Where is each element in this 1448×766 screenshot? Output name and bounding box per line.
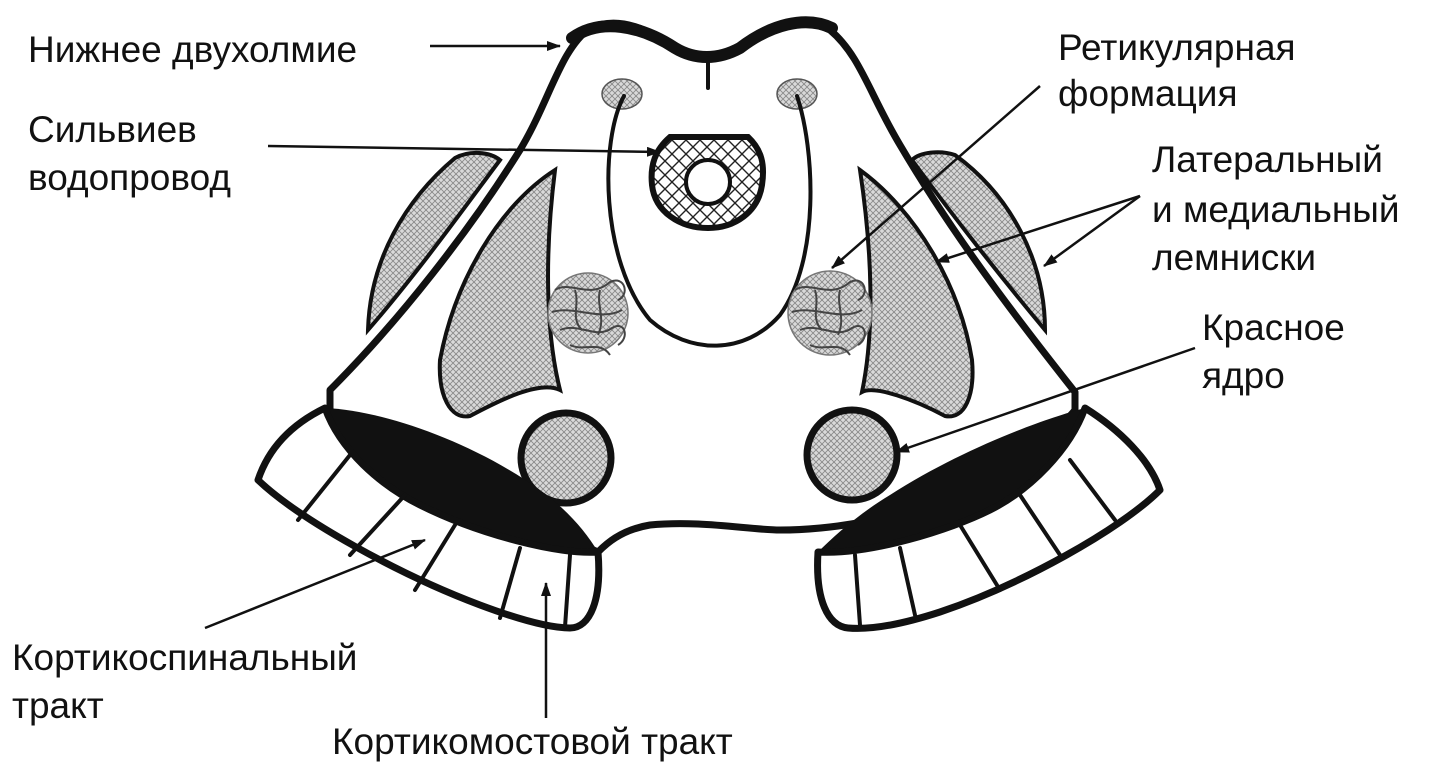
pointer-lemniscus-outer xyxy=(1044,196,1140,266)
pointer-corticospinal xyxy=(205,540,425,628)
label-corticopontine: Кортикомостовой тракт xyxy=(332,721,733,762)
reticular-formation-right xyxy=(788,271,872,355)
inferior-colliculus-contour xyxy=(572,22,832,57)
label-red-nucleus-line2: ядро xyxy=(1202,355,1285,396)
pointer-aqueduct xyxy=(268,146,660,152)
label-lemnisci-line1: Латеральный xyxy=(1152,139,1383,180)
label-lemnisci-line3: лемниски xyxy=(1152,237,1316,278)
label-aqueduct-line2: водопровод xyxy=(28,157,231,198)
red-nucleus-right xyxy=(807,410,897,500)
label-aqueduct-line1: Сильвиев xyxy=(28,109,197,150)
cerebral-aqueduct xyxy=(652,137,763,228)
label-red-nucleus-line1: Красное xyxy=(1202,307,1345,348)
label-corticospinal-line1: Кортикоспинальный xyxy=(12,637,357,678)
label-inferior-colliculus: Нижнее двухолмие xyxy=(28,29,357,70)
label-reticular-line2: формация xyxy=(1058,73,1238,114)
label-corticospinal-line2: тракт xyxy=(12,685,104,726)
label-lemnisci-line2: и медиальный xyxy=(1152,189,1400,230)
reticular-formation-left xyxy=(548,273,628,355)
aqueduct-lumen xyxy=(686,160,730,204)
label-reticular-line1: Ретикулярная xyxy=(1058,27,1296,68)
